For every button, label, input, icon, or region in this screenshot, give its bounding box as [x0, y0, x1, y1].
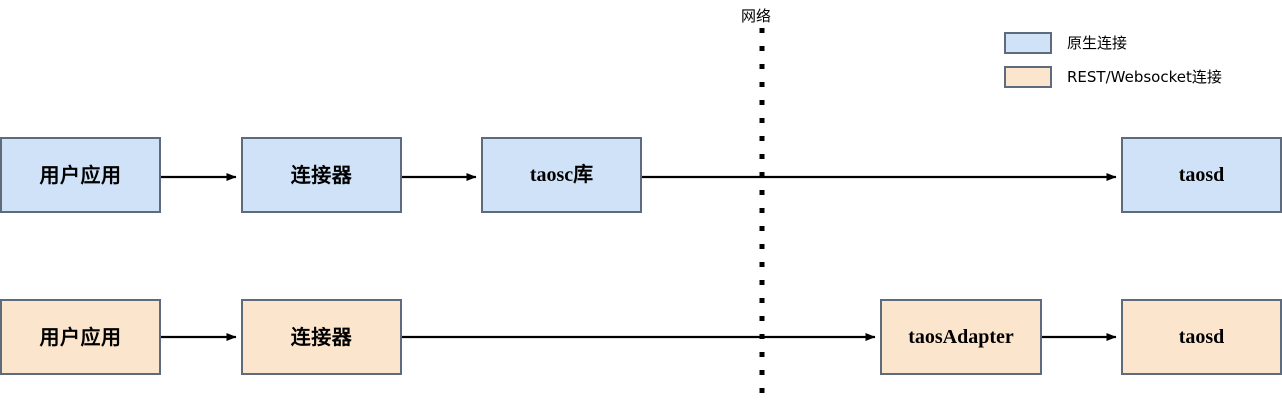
node-taosd-native[interactable]: taosd	[1121, 137, 1282, 213]
node-taos-adapter[interactable]: taosAdapter	[880, 299, 1042, 375]
legend-label: REST/Websocket连接	[1067, 68, 1222, 86]
legend-swatch-rest-icon	[1004, 65, 1052, 88]
legend-item-native: 原生连接	[1004, 31, 1282, 54]
legend: 原生连接 REST/Websocket连接	[1004, 31, 1282, 99]
node-label: 连接器	[290, 163, 353, 187]
legend-label: 原生连接	[1067, 34, 1128, 52]
node-connector-rest[interactable]: 连接器	[241, 299, 402, 375]
node-taosc-library[interactable]: taosc库	[481, 137, 642, 213]
node-taosd-rest[interactable]: taosd	[1121, 299, 1282, 375]
node-label: taosc库	[529, 164, 594, 186]
node-label: 用户应用	[39, 163, 122, 187]
node-user-app-rest[interactable]: 用户应用	[0, 299, 161, 375]
node-connector-native[interactable]: 连接器	[241, 137, 402, 213]
node-label: taosAdapter	[908, 326, 1014, 348]
legend-item-rest: REST/Websocket连接	[1004, 65, 1282, 88]
node-label: 用户应用	[39, 325, 122, 349]
node-label: taosd	[1178, 164, 1225, 186]
network-divider-label: 网络	[741, 7, 772, 25]
node-label: taosd	[1178, 326, 1225, 348]
node-user-app-native[interactable]: 用户应用	[0, 137, 161, 213]
node-label: 连接器	[290, 325, 353, 349]
legend-swatch-native-icon	[1004, 31, 1052, 54]
